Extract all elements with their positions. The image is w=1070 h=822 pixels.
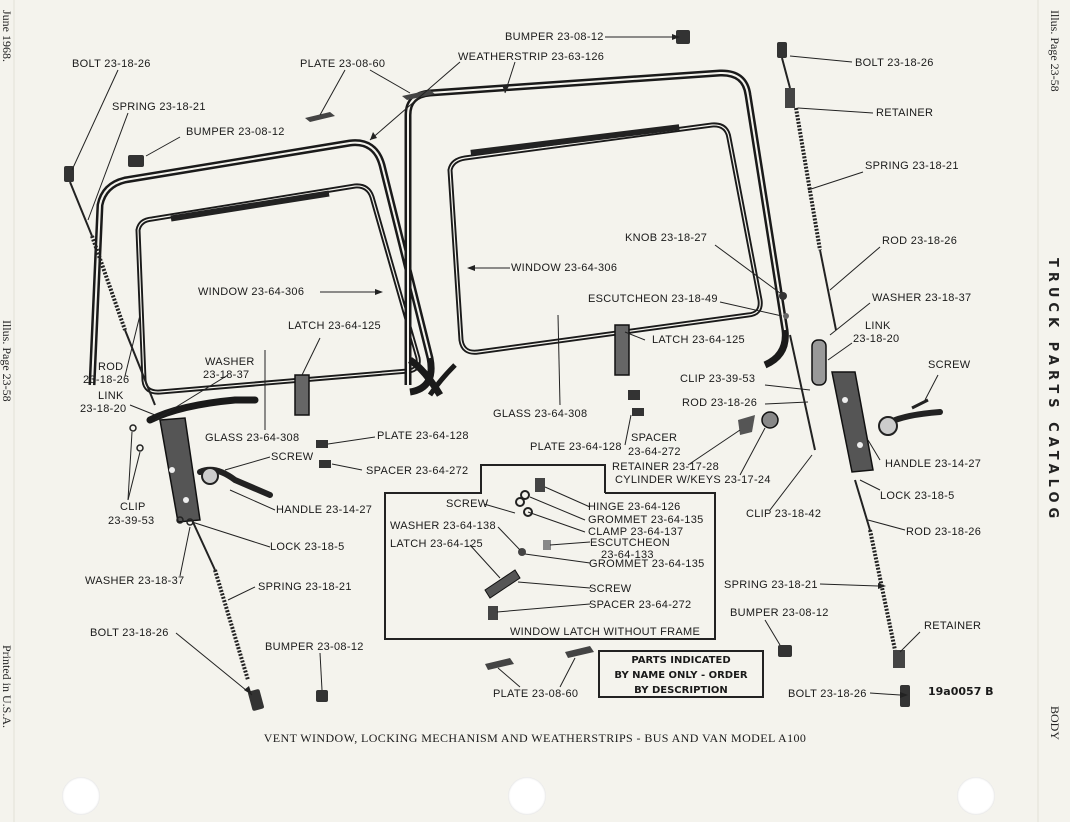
label-bolt-l2: BOLT 23-18-26: [90, 627, 169, 639]
label-rod-r: ROD 23-18-26: [882, 235, 958, 247]
margin-illus-left: Illus. Page 23-58: [0, 320, 14, 402]
figure-id: 19a0057 B: [928, 685, 994, 698]
label-link-r1: LINK: [865, 320, 891, 332]
label-latch-r: LATCH 23-64-125: [652, 334, 745, 346]
label-link-r2: 23-18-20: [853, 333, 900, 345]
label-in-escutcheon1: ESCUTCHEON: [590, 537, 671, 549]
label-handle-r: HANDLE 23-14-27: [885, 458, 982, 470]
label-in-escutcheon2: 23-64-133: [601, 549, 654, 561]
label-retainer-r2: RETAINER: [924, 620, 982, 632]
label-in-grommet2: GROMMET 23-64-135: [589, 558, 705, 570]
label-plate-top: PLATE 23-08-60: [300, 58, 386, 70]
label-in-clamp: CLAMP 23-64-137: [588, 526, 684, 538]
label-washer-l1: WASHER: [205, 356, 255, 368]
note-line-3: BY DESCRIPTION: [634, 685, 728, 696]
label-spring-l: SPRING 23-18-21: [112, 101, 206, 113]
label-lock-l: LOCK 23-18-5: [270, 541, 345, 553]
label-knob: KNOB 23-18-27: [625, 232, 708, 244]
parts-note: PARTS INDICATED BY NAME ONLY - ORDER BY …: [598, 650, 764, 698]
label-retainer-r: RETAINER: [876, 107, 934, 119]
label-bolt-r2: BOLT 23-18-26: [788, 688, 867, 700]
label-spacer-r1: SPACER: [631, 432, 678, 444]
inset-title: WINDOW LATCH WITHOUT FRAME: [510, 626, 701, 638]
label-plate-l: PLATE 23-64-128: [377, 430, 469, 442]
latch-left: [294, 374, 310, 416]
label-washer-l2: 23-18-37: [203, 369, 250, 381]
label-clip-l1: CLIP: [120, 501, 146, 513]
label-link-l1: LINK: [98, 390, 124, 402]
label-washer-l: WASHER 23-18-37: [85, 575, 185, 587]
label-spacer-r2: 23-64-272: [628, 446, 681, 458]
label-rod-l1: ROD: [98, 361, 124, 373]
label-spring-r2: SPRING 23-18-21: [724, 579, 818, 591]
label-in-hinge: HINGE 23-64-126: [588, 501, 681, 513]
label-plate-bottom: PLATE 23-08-60: [493, 688, 579, 700]
binder-hole-right: [957, 777, 995, 815]
label-bumper-l2: BUMPER 23-08-12: [265, 641, 364, 653]
margin-illus-right: Illus. Page 23-58: [1048, 10, 1062, 92]
label-clip-r2: CLIP 23-18-42: [746, 508, 822, 520]
label-link-l2: 23-18-20: [80, 403, 127, 415]
label-bumper-top: BUMPER 23-08-12: [505, 31, 604, 43]
label-in-grommet1: GROMMET 23-64-135: [588, 514, 704, 526]
margin-printed: Printed in U.S.A.: [0, 645, 14, 729]
label-escutcheon: ESCUTCHEON 23-18-49: [588, 293, 718, 305]
label-bumper-l: BUMPER 23-08-12: [186, 126, 285, 138]
label-in-latch: LATCH 23-64-125: [390, 538, 483, 550]
binder-hole-center: [508, 777, 546, 815]
label-retainer-mid: RETAINER 23-17-28: [612, 461, 719, 473]
catalog-title: TRUCK PARTS CATALOG: [1045, 258, 1060, 524]
label-washer-r: WASHER 23-18-37: [872, 292, 972, 304]
label-window-l: WINDOW 23-64-306: [198, 286, 305, 298]
label-bolt-r: BOLT 23-18-26: [855, 57, 934, 69]
bumper-bottom-left: [316, 690, 328, 702]
label-rod-l2: 23-18-26: [83, 374, 130, 386]
bolt-right-top: [777, 42, 787, 58]
label-handle-l: HANDLE 23-14-27: [276, 504, 373, 516]
figure-caption: VENT WINDOW, LOCKING MECHANISM AND WEATH…: [263, 731, 807, 745]
label-in-screw2: SCREW: [589, 583, 632, 595]
margin-date: June 1968.: [0, 10, 14, 62]
label-glass-r: GLASS 23-64-308: [493, 408, 588, 420]
label-spring-l2: SPRING 23-18-21: [258, 581, 352, 593]
label-glass-l: GLASS 23-64-308: [205, 432, 300, 444]
label-plate-r: PLATE 23-64-128: [530, 441, 622, 453]
label-in-spacer: SPACER 23-64-272: [589, 599, 692, 611]
lock-right: [831, 371, 874, 473]
label-lock-r: LOCK 23-18-5: [880, 490, 955, 502]
label-weatherstrip: WEATHERSTRIP 23-63-126: [458, 51, 605, 63]
label-rod-r3: ROD 23-18-26: [906, 526, 982, 538]
link-right: [811, 339, 827, 386]
label-spacer-l: SPACER 23-64-272: [366, 465, 469, 477]
label-in-screw: SCREW: [446, 498, 489, 510]
label-screw-r: SCREW: [928, 359, 971, 371]
bumper-top: [676, 30, 690, 44]
bumper-right: [778, 645, 792, 657]
latch-right: [614, 324, 630, 376]
label-clip-r: CLIP 23-39-53: [680, 373, 756, 385]
window-frame-right: [447, 122, 763, 355]
label-cylinder: CYLINDER W/KEYS 23-17-24: [615, 474, 771, 486]
label-latch-l: LATCH 23-64-125: [288, 320, 381, 332]
bolt-left-top: [64, 166, 74, 182]
label-in-washer: WASHER 23-64-138: [390, 520, 496, 532]
note-line-1: PARTS INDICATED: [631, 655, 731, 666]
binder-hole-left: [62, 777, 100, 815]
label-clip-l2: 23-39-53: [108, 515, 155, 527]
label-rod-r2: ROD 23-18-26: [682, 397, 758, 409]
bumper-left: [128, 155, 144, 167]
label-screw-l: SCREW: [271, 451, 314, 463]
label-bumper-r2: BUMPER 23-08-12: [730, 607, 829, 619]
label-spring-r: SPRING 23-18-21: [865, 160, 959, 172]
note-line-2: BY NAME ONLY - ORDER: [614, 670, 748, 681]
label-window-r: WINDOW 23-64-306: [511, 262, 618, 274]
lock-left: [159, 417, 201, 523]
label-bolt-l: BOLT 23-18-26: [72, 58, 151, 70]
